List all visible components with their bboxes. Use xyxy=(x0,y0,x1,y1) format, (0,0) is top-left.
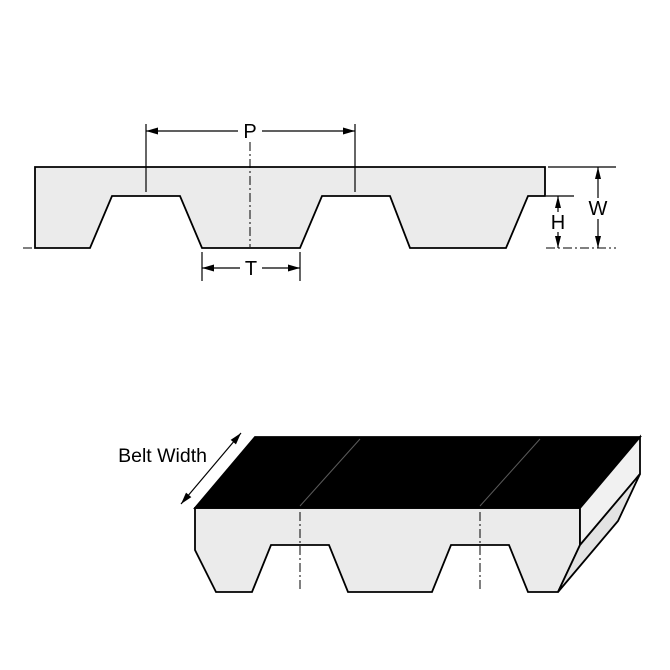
top-face-seam-line xyxy=(479,438,541,507)
belt-3d-view: Belt Width xyxy=(118,432,642,593)
belt-width-label: Belt Width xyxy=(118,445,207,467)
tooth-width-arrow-right xyxy=(288,264,300,272)
tooth-height-label-bg xyxy=(548,212,568,232)
tooth-width-arrow-left xyxy=(202,264,214,272)
belt-cross-section-diagram: P T H W xyxy=(23,119,616,281)
tooth-height-arrow-top xyxy=(555,196,561,208)
pitch-label-bg xyxy=(238,119,262,142)
top-face-seam-line xyxy=(299,438,361,507)
tooth-height-label: H xyxy=(551,212,565,234)
belt-thickness-arrow-top xyxy=(595,167,601,179)
belt-thickness-label: W xyxy=(589,198,608,220)
pitch-label: P xyxy=(243,121,256,143)
pitch-arrow-left xyxy=(146,127,158,135)
belt-front-face xyxy=(194,507,581,593)
belt-profile xyxy=(34,166,546,249)
belt-thickness-label-bg xyxy=(586,198,610,219)
tooth-height-arrow-bottom xyxy=(555,236,561,248)
belt-width-dimension-line xyxy=(180,432,242,505)
belt-width-arrow-bottom xyxy=(181,492,192,504)
tooth-width-label-bg xyxy=(240,257,262,279)
belt-width-arrow-top xyxy=(230,433,241,445)
belt-end-tooth-face xyxy=(557,473,641,593)
tooth-width-label: T xyxy=(245,258,257,280)
pitch-arrow-right xyxy=(343,127,355,135)
belt-top-face xyxy=(193,436,642,509)
belt-thickness-arrow-bottom xyxy=(595,236,601,248)
